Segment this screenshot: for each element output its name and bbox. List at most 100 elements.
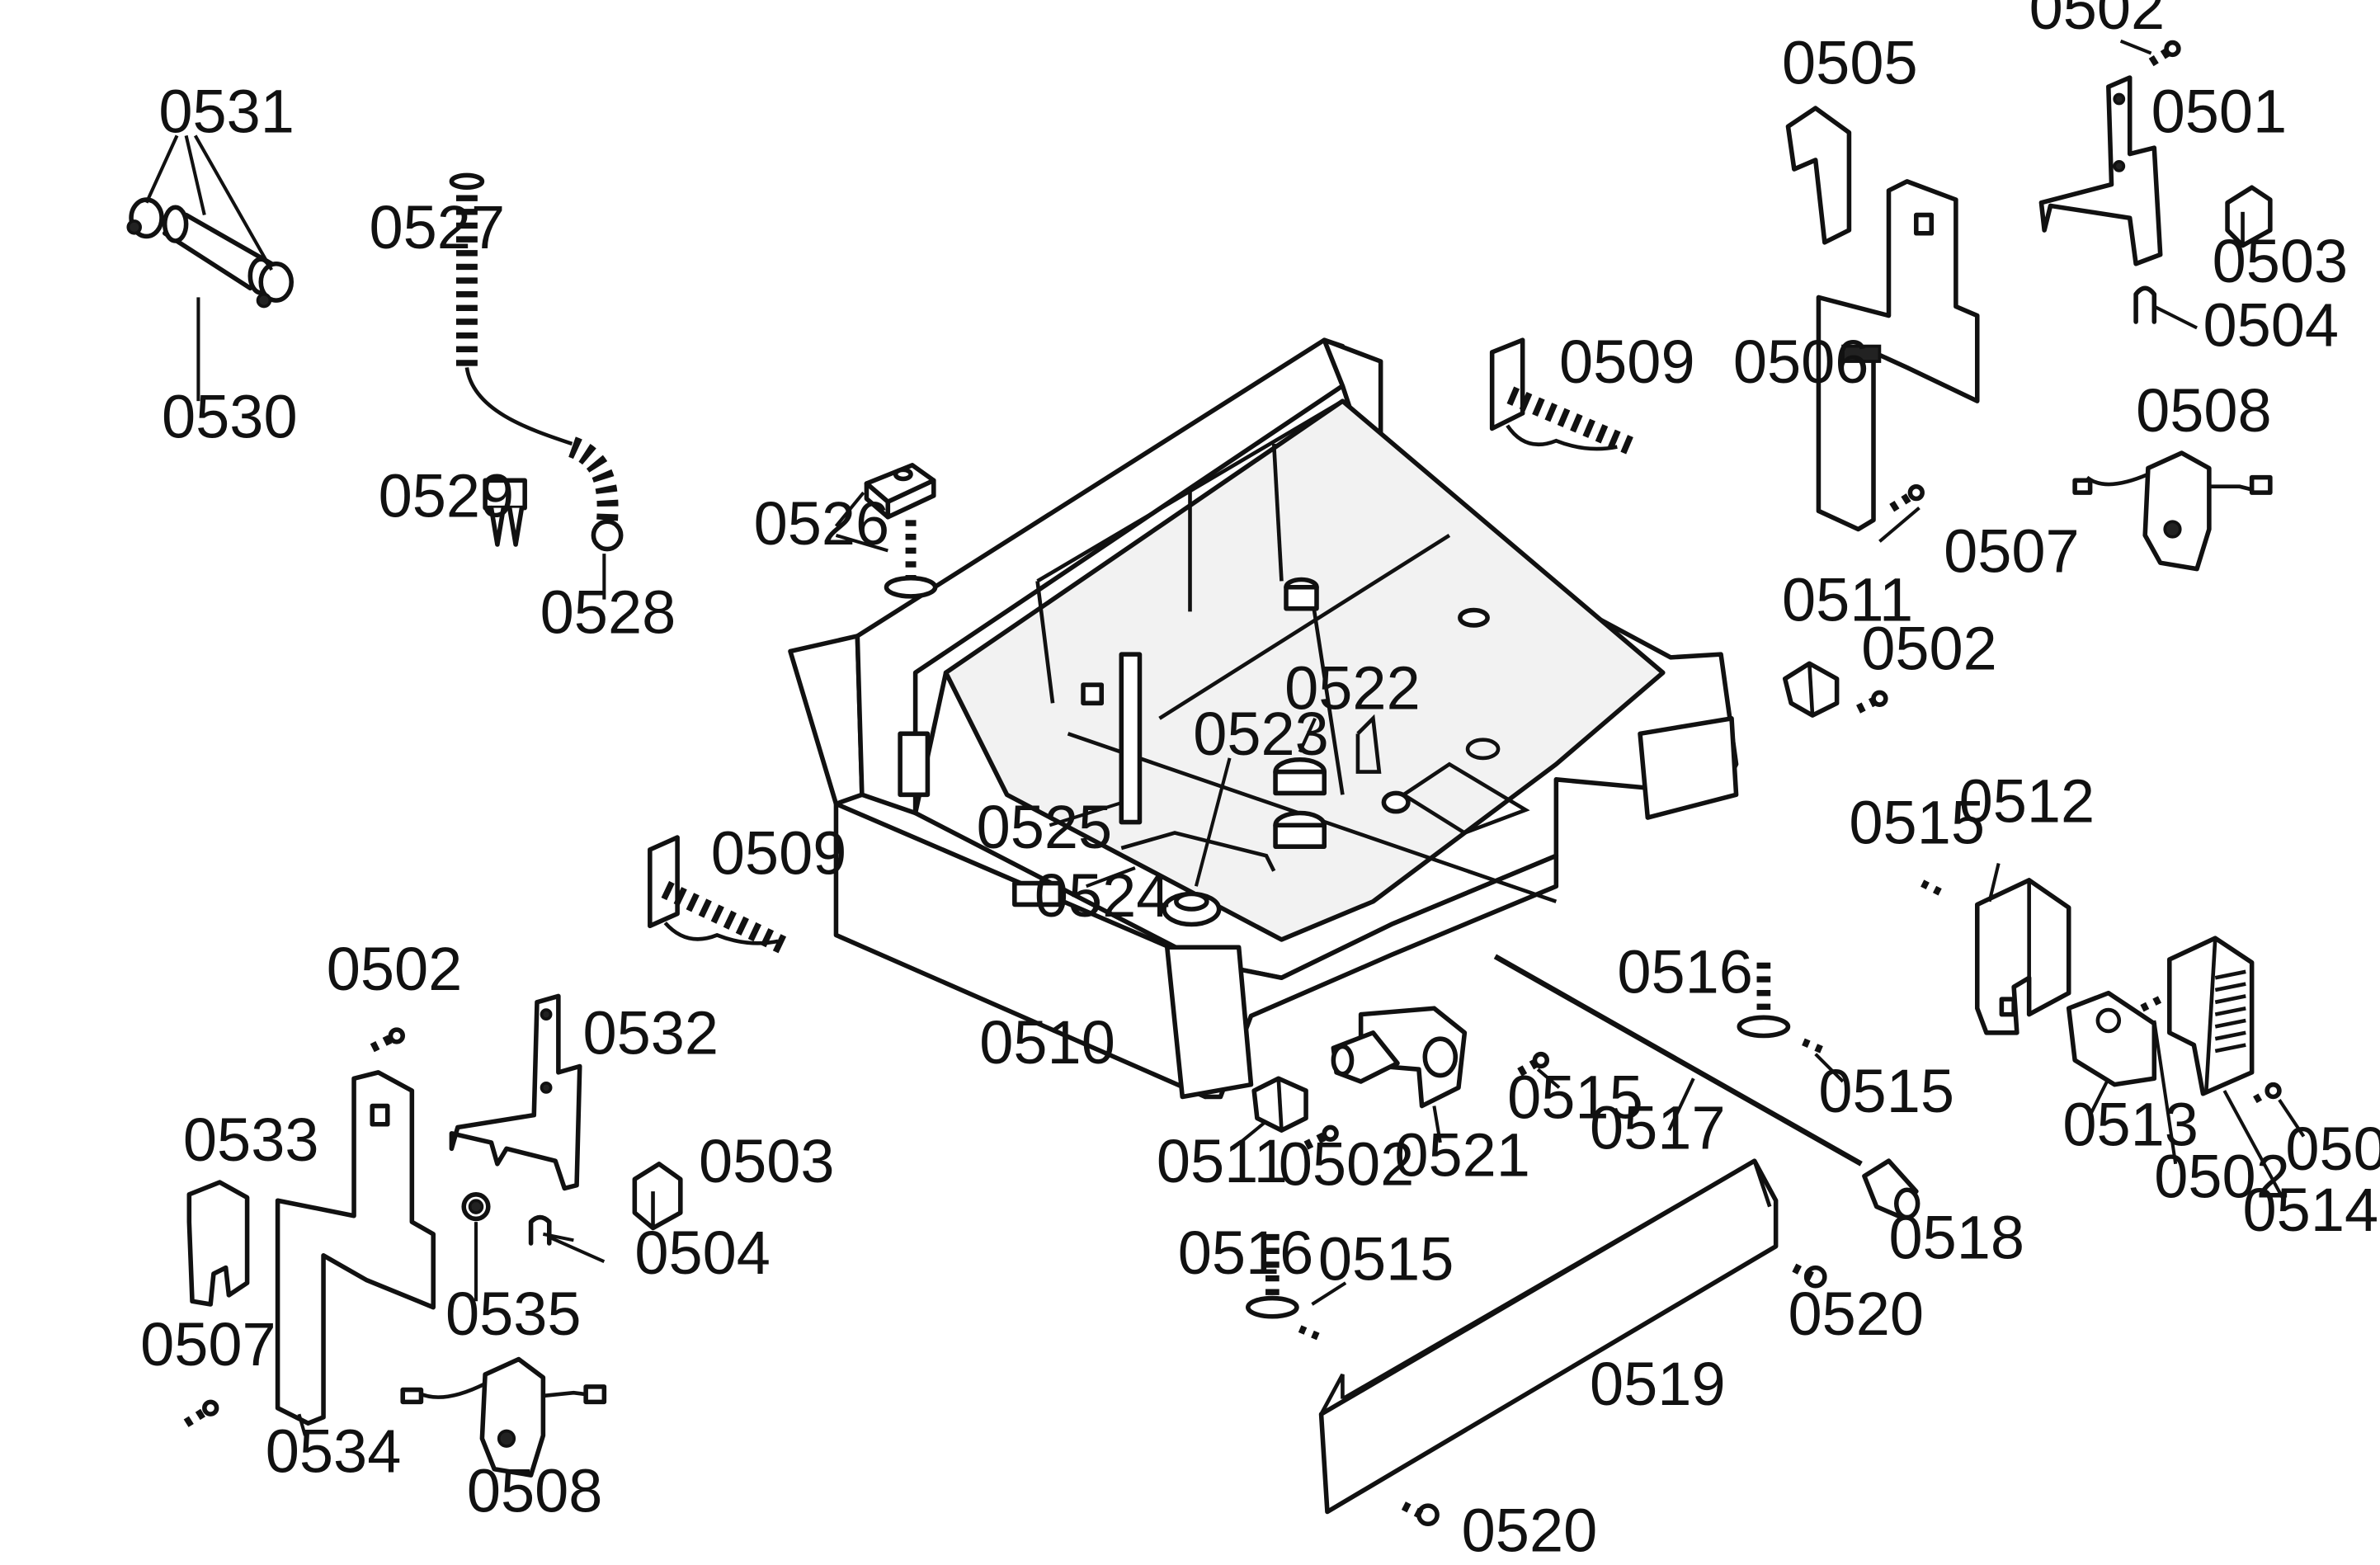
label-0530: 0530 bbox=[162, 383, 298, 451]
foot-0526 bbox=[864, 463, 938, 599]
label-0515-a: 0515 bbox=[1849, 788, 1985, 856]
leader-lines bbox=[144, 39, 2306, 1436]
label-0515-b: 0515 bbox=[1818, 1057, 1954, 1125]
screw-0502-bottom bbox=[1303, 1124, 1339, 1150]
screw-0515-c bbox=[1517, 1051, 1550, 1077]
label-0502-bottom: 0502 bbox=[1279, 1130, 1415, 1199]
clamp-0531-left bbox=[126, 197, 164, 239]
label-0521: 0521 bbox=[1394, 1121, 1530, 1190]
hose-0530 bbox=[162, 205, 274, 295]
roller-0508-left bbox=[400, 1356, 607, 1478]
roller-0508-right bbox=[2072, 450, 2273, 572]
label-0513: 0513 bbox=[2062, 1091, 2199, 1159]
label-0503-left: 0503 bbox=[699, 1127, 835, 1195]
label-0526: 0526 bbox=[754, 489, 890, 558]
label-0509-top: 0509 bbox=[1559, 328, 1695, 396]
label-0525: 0525 bbox=[977, 793, 1113, 861]
label-0511-bottom: 0511 bbox=[1157, 1127, 1288, 1195]
hinge-arm-0532 bbox=[449, 993, 582, 1191]
cover-0505 bbox=[1785, 106, 1852, 245]
label-0503-right: 0503 bbox=[2213, 227, 2349, 295]
label-0531: 0531 bbox=[158, 78, 295, 146]
label-0516-b: 0516 bbox=[1178, 1219, 1314, 1287]
label-0528: 0528 bbox=[540, 577, 676, 646]
label-0533: 0533 bbox=[183, 1105, 319, 1174]
label-0527: 0527 bbox=[370, 193, 506, 262]
foot-0516-right bbox=[1737, 962, 1791, 1039]
spring-bracket-0509-left bbox=[648, 835, 792, 956]
hinge-plate-0506 bbox=[1816, 179, 1980, 532]
bushing-0535 bbox=[461, 1192, 491, 1222]
label-0518: 0518 bbox=[1889, 1203, 2025, 1271]
u-clip-0504-right bbox=[2133, 285, 2157, 324]
base-tub-0510 bbox=[788, 337, 1739, 1100]
screw-0502-b bbox=[2140, 995, 2162, 1012]
foot-0516-bottom bbox=[1246, 1233, 1299, 1319]
label-0507-left: 0507 bbox=[140, 1310, 276, 1379]
screw-0502-c bbox=[2253, 1082, 2282, 1104]
label-0508-right: 0508 bbox=[2136, 376, 2272, 445]
label-0510: 0510 bbox=[979, 1008, 1115, 1077]
label-0509-left: 0509 bbox=[711, 818, 847, 887]
clamp-0531-right bbox=[256, 261, 295, 309]
label-0516-a: 0516 bbox=[1617, 938, 1753, 1006]
screw-0515-d bbox=[1298, 1325, 1323, 1341]
label-0522: 0522 bbox=[1284, 654, 1421, 723]
screw-0520-a bbox=[1792, 1263, 1827, 1289]
bracket-0513 bbox=[2066, 990, 2157, 1087]
label-0501: 0501 bbox=[2151, 78, 2288, 146]
clip-0503-left bbox=[632, 1162, 683, 1231]
label-0508-left: 0508 bbox=[467, 1456, 603, 1525]
label-0520-a: 0520 bbox=[1788, 1280, 1924, 1348]
label-0534: 0534 bbox=[266, 1417, 402, 1485]
label-0506: 0506 bbox=[1733, 328, 1869, 396]
kick-panel-0519 bbox=[1318, 1158, 1779, 1515]
hose-end-0528 bbox=[591, 519, 624, 552]
knob-0518 bbox=[1862, 1158, 1920, 1220]
label-0502-c: 0502 bbox=[2285, 1115, 2380, 1183]
corrugated-hose-0527 bbox=[449, 172, 619, 521]
label-0511-right: 0511 bbox=[1782, 565, 1913, 634]
label-0535: 0535 bbox=[445, 1280, 582, 1348]
screw-0520-b bbox=[1401, 1501, 1440, 1527]
cover-0533 bbox=[186, 1180, 250, 1307]
bracket-0511-bottom bbox=[1251, 1076, 1308, 1133]
label-0514: 0514 bbox=[2243, 1176, 2379, 1244]
label-0502-left: 0502 bbox=[327, 935, 463, 1003]
callout-labels: 0531 0530 0527 0529 0528 0526 0505 0502 … bbox=[140, 0, 2380, 1565]
screw-0507-left bbox=[183, 1399, 219, 1427]
screw-0515-b bbox=[1802, 1038, 1826, 1055]
cover-0512 bbox=[1974, 878, 2071, 1035]
screw-0515-a bbox=[1920, 879, 1949, 899]
screw-0502-left bbox=[370, 1027, 406, 1053]
spring-bracket-0509-top bbox=[1489, 337, 1637, 455]
screw-0507-right bbox=[1889, 483, 1925, 512]
valve-0521 bbox=[1331, 1006, 1468, 1109]
label-0517: 0517 bbox=[1590, 1093, 1726, 1162]
label-0507-right: 0507 bbox=[1944, 516, 2080, 585]
label-0505: 0505 bbox=[1782, 28, 1918, 97]
label-0519: 0519 bbox=[1590, 1350, 1726, 1418]
label-0504-left: 0504 bbox=[634, 1219, 771, 1287]
label-0502-mid: 0502 bbox=[1861, 615, 1997, 683]
label-0512: 0512 bbox=[1959, 767, 2095, 836]
label-0515-c: 0515 bbox=[1507, 1063, 1643, 1131]
hinge-arm-0501 bbox=[2038, 75, 2163, 266]
rod-0517 bbox=[1493, 954, 1863, 1167]
cover-0514 bbox=[2167, 936, 2255, 1096]
clip-0503-right bbox=[2225, 185, 2273, 248]
hinge-plate-0534 bbox=[275, 1070, 436, 1426]
label-0524: 0524 bbox=[1034, 861, 1171, 930]
label-0515-d: 0515 bbox=[1318, 1224, 1454, 1293]
screw-0502-top bbox=[2148, 40, 2181, 67]
u-clip-0504-left bbox=[528, 1214, 552, 1246]
clip-0529 bbox=[483, 478, 527, 547]
label-0523: 0523 bbox=[1193, 700, 1329, 768]
label-0520-b: 0520 bbox=[1462, 1497, 1598, 1565]
label-0502-b: 0502 bbox=[2154, 1143, 2290, 1211]
screw-0502-mid bbox=[1856, 690, 1888, 714]
label-0502-top: 0502 bbox=[2029, 0, 2166, 42]
label-0529: 0529 bbox=[379, 462, 515, 530]
bracket-0511-right bbox=[1782, 661, 1840, 718]
